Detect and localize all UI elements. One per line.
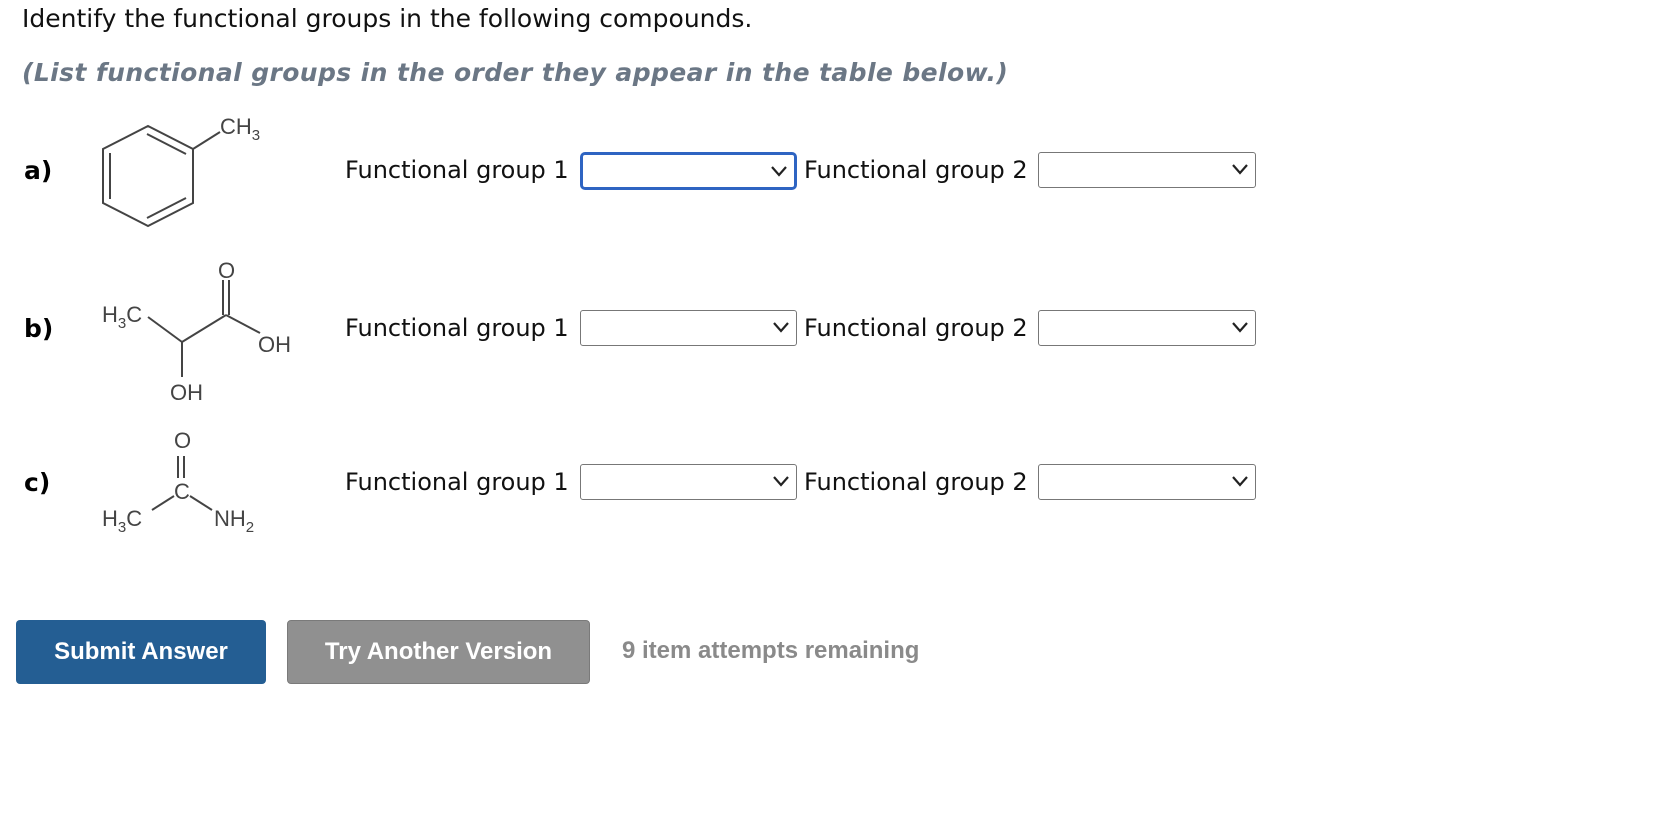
row-b-label: b)	[24, 314, 54, 343]
amine-label: NH2	[214, 506, 254, 536]
row-c-fg2-select[interactable]	[1038, 464, 1256, 500]
chevron-down-icon	[771, 166, 787, 177]
chevron-down-icon	[773, 322, 789, 333]
methyl-label: H3C	[102, 506, 142, 536]
methyl-label: CH3	[220, 114, 260, 144]
bond-carbonyl-oh	[225, 314, 261, 334]
row-c-fg2-label: Functional group 2	[804, 468, 1028, 496]
row-a-fg2-select[interactable]	[1038, 152, 1256, 188]
bond-carbonyl-amine	[189, 495, 213, 511]
row-a-label: a)	[24, 156, 53, 185]
chevron-down-icon	[1232, 322, 1248, 333]
methyl-label: H3C	[102, 302, 142, 332]
chevron-down-icon	[773, 476, 789, 487]
try-another-version-button[interactable]: Try Another Version	[287, 620, 590, 684]
carbonyl-carbon: C	[174, 479, 190, 504]
acetamide-structure: O C H3C NH2	[102, 428, 254, 536]
chevron-down-icon	[1232, 476, 1248, 487]
methyl-bond	[192, 131, 221, 150]
bond-methyl-chiral	[147, 316, 183, 343]
alcohol-hydroxyl: OH	[170, 380, 203, 405]
double-bond-top	[146, 133, 187, 155]
chevron-down-icon	[1232, 164, 1248, 175]
toluene-structure: CH3	[102, 114, 260, 228]
row-c-label: c)	[24, 468, 51, 497]
instruction-text: Identify the functional groups in the fo…	[22, 4, 753, 33]
row-b-fg1-label: Functional group 1	[345, 314, 569, 342]
row-a-fg1-label: Functional group 1	[345, 156, 569, 184]
bond-methyl-carbonyl	[151, 495, 175, 511]
attempts-remaining-text: 9 item attempts remaining	[622, 637, 920, 664]
row-b-fg1-select[interactable]	[580, 310, 797, 346]
row-a-fg1-select[interactable]	[580, 152, 797, 190]
submit-answer-button[interactable]: Submit Answer	[16, 620, 266, 684]
acid-hydroxyl: OH	[258, 332, 291, 357]
row-b-fg2-select[interactable]	[1038, 310, 1256, 346]
bond-chiral-carbonyl	[181, 314, 227, 343]
hydroxy-acid-structure: H3C O OH OH	[102, 258, 291, 405]
benzene-ring	[102, 124, 194, 228]
row-a-fg2-label: Functional group 2	[804, 156, 1028, 184]
row-c-fg1-label: Functional group 1	[345, 468, 569, 496]
row-b-fg2-label: Functional group 2	[804, 314, 1028, 342]
carbonyl-oxygen: O	[174, 428, 191, 453]
row-c-fg1-select[interactable]	[580, 464, 797, 500]
double-bond-bottom	[146, 197, 187, 219]
carbonyl-oxygen: O	[218, 258, 235, 283]
instruction-hint: (List functional groups in the order the…	[22, 58, 1009, 87]
